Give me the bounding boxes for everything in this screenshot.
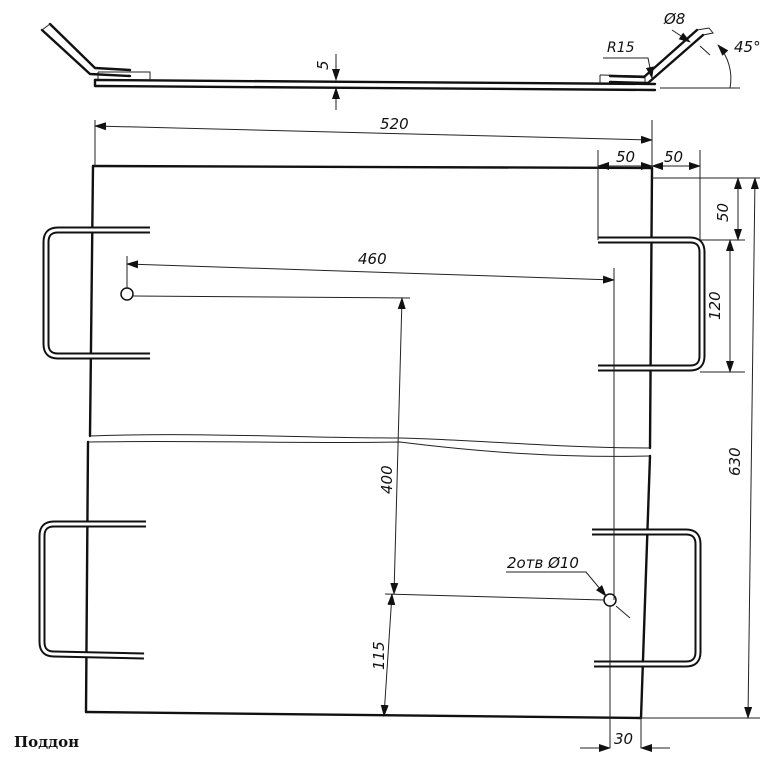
dim-height-total: 630: [726, 447, 744, 476]
drawing-caption: Поддон: [14, 733, 80, 751]
handle-bottom-left: [38, 520, 146, 660]
dim-margin-a: 50: [616, 148, 635, 166]
dim-rod-diameter: Ø8: [663, 10, 685, 28]
dim-margin-b: 50: [664, 148, 683, 166]
dim-radius: R15: [607, 40, 635, 56]
dim-hole-vertical: 400: [378, 465, 396, 494]
dim-margin-side: 50: [714, 203, 732, 222]
handle-top-right: [598, 236, 706, 372]
handle-top-left: [42, 226, 150, 360]
dim-thickness: 5: [314, 60, 332, 70]
side-view: [40, 22, 740, 110]
plan-view: [38, 120, 760, 752]
dim-hole-bottom: 115: [370, 641, 388, 670]
hole-left: [120, 287, 134, 301]
dim-handle-height: 120: [706, 291, 724, 320]
dim-width-total: 520: [380, 115, 409, 133]
dim-hole-edge: 30: [614, 730, 633, 748]
dim-hole-spacing: 460: [358, 250, 387, 268]
dim-angle: 45°: [734, 38, 761, 56]
dim-hole-note: 2отв Ø10: [507, 554, 579, 572]
handle-bottom-right: [592, 528, 702, 668]
